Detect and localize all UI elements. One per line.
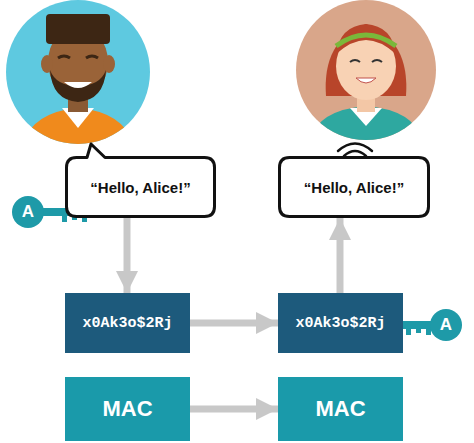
flow-arrow [190,406,278,413]
flow-arrow [190,320,278,327]
key-label: A [13,197,43,227]
node-text: “Hello, Alice!” [304,179,404,196]
node-text: “Hello, Alice!” [90,179,190,196]
node-text: MAC [102,396,152,422]
flow-arrow [124,218,131,293]
ciphertext-box: x0Ak3o$2Rj [278,293,403,353]
alice-avatar [296,0,436,140]
bob-avatar [6,0,150,150]
ciphertext-box: x0Ak3o$2Rj [65,293,190,353]
speech-bubble: “Hello, Alice!” [65,156,216,218]
key-icon [396,309,462,341]
node-text: x0Ak3o$2Rj [82,315,172,332]
mac-box: MAC [278,377,403,441]
key-label: A [431,310,461,340]
speech-bubble: “Hello, Alice!” [278,156,430,218]
mac-box: MAC [65,377,190,441]
node-text: x0Ak3o$2Rj [295,315,385,332]
node-text: MAC [315,396,365,422]
flow-arrow [337,218,344,293]
